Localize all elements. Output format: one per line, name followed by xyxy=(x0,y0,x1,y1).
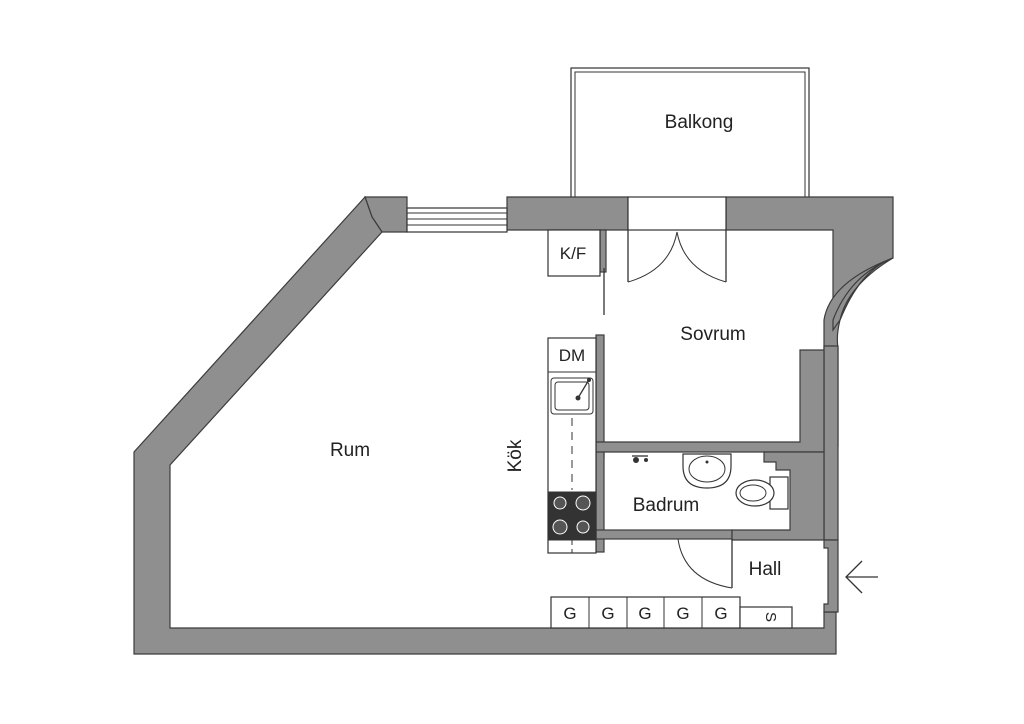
fridge-freezer xyxy=(547,229,601,277)
wall-right xyxy=(823,257,894,447)
room-label-balkong: Balkong xyxy=(665,112,734,133)
shower-tap-icon xyxy=(632,455,648,463)
fridge-freezer-label: K/F xyxy=(560,244,586,263)
dishwasher xyxy=(547,337,597,373)
arrow-left-icon xyxy=(845,560,878,594)
interior-walls xyxy=(595,229,825,553)
room-label-rum: Rum xyxy=(330,440,370,461)
sink-icon xyxy=(550,377,594,415)
wardrobe-label: G xyxy=(601,604,614,623)
window xyxy=(406,207,508,233)
wall-top-middle xyxy=(506,196,629,231)
storage-cabinet xyxy=(739,606,793,629)
balcony-door xyxy=(627,196,727,283)
kitchen-counter xyxy=(547,337,597,554)
wall-left-diagonal xyxy=(133,195,837,655)
wardrobe-label: G xyxy=(563,604,576,623)
wall-top-right xyxy=(725,196,894,321)
toilet-icon xyxy=(735,476,789,510)
dishwasher-label: DM xyxy=(559,346,585,365)
storage-label: S xyxy=(762,612,779,622)
balcony xyxy=(570,67,810,199)
wardrobe-label: G xyxy=(676,604,689,623)
room-label-sovrum: Sovrum xyxy=(680,324,745,345)
wall-right-step xyxy=(823,539,839,613)
stove-icon xyxy=(547,491,597,541)
bathroom-sink-icon xyxy=(682,453,732,489)
outer-walls xyxy=(133,195,894,655)
room-label-kok: Kök xyxy=(505,439,526,472)
room-label-badrum: Badrum xyxy=(633,495,700,516)
wall-right-lower xyxy=(823,345,839,541)
room-label-hall: Hall xyxy=(749,559,782,580)
wardrobe-label: G xyxy=(714,604,727,623)
bathroom-door xyxy=(677,538,733,589)
wardrobe-label: G xyxy=(638,604,651,623)
